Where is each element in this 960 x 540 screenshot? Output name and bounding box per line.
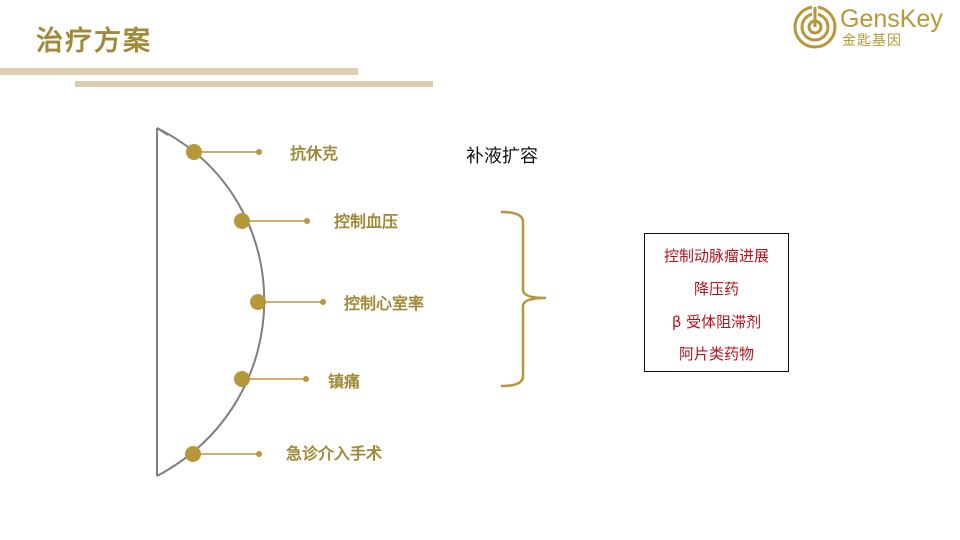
logo-text-en: GensKey (840, 5, 943, 33)
arc-curve (156, 127, 266, 477)
item-control-ventricular-rate: 控制心室率 (344, 294, 425, 313)
end-dot-5 (256, 451, 262, 457)
box-line-2: 降压药 (693, 280, 739, 298)
item-analgesia: 镇痛 (328, 372, 361, 391)
item-control-blood-pressure: 控制血压 (334, 212, 399, 231)
title-underline-bar-bottom (75, 81, 433, 87)
management-box: 控制动脉瘤进展 降压药 β 受体阻滞剂 阿片类药物 (644, 233, 789, 372)
page-title: 治疗方案 (36, 26, 152, 57)
box-line-1: 控制动脉瘤进展 (663, 247, 769, 265)
genskey-logo: GensKey 金匙基因 (792, 4, 952, 50)
end-dot-3 (320, 299, 326, 305)
end-dot-2 (304, 218, 310, 224)
item-emergency-intervention: 急诊介入手术 (286, 444, 383, 463)
genskey-key-icon (793, 5, 837, 49)
fluid-resuscitation-label: 补液扩容 (466, 146, 538, 167)
title-underline-bar-top (0, 68, 358, 75)
right-curly-brace (500, 210, 547, 388)
end-dot-4 (303, 376, 309, 382)
box-line-4: 阿片类药物 (678, 345, 754, 363)
end-dot-1 (256, 149, 262, 155)
box-line-3: β 受体阻滞剂 (671, 313, 762, 331)
logo-text-cn: 金匙基因 (842, 33, 902, 49)
item-anti-shock: 抗休克 (290, 144, 339, 163)
